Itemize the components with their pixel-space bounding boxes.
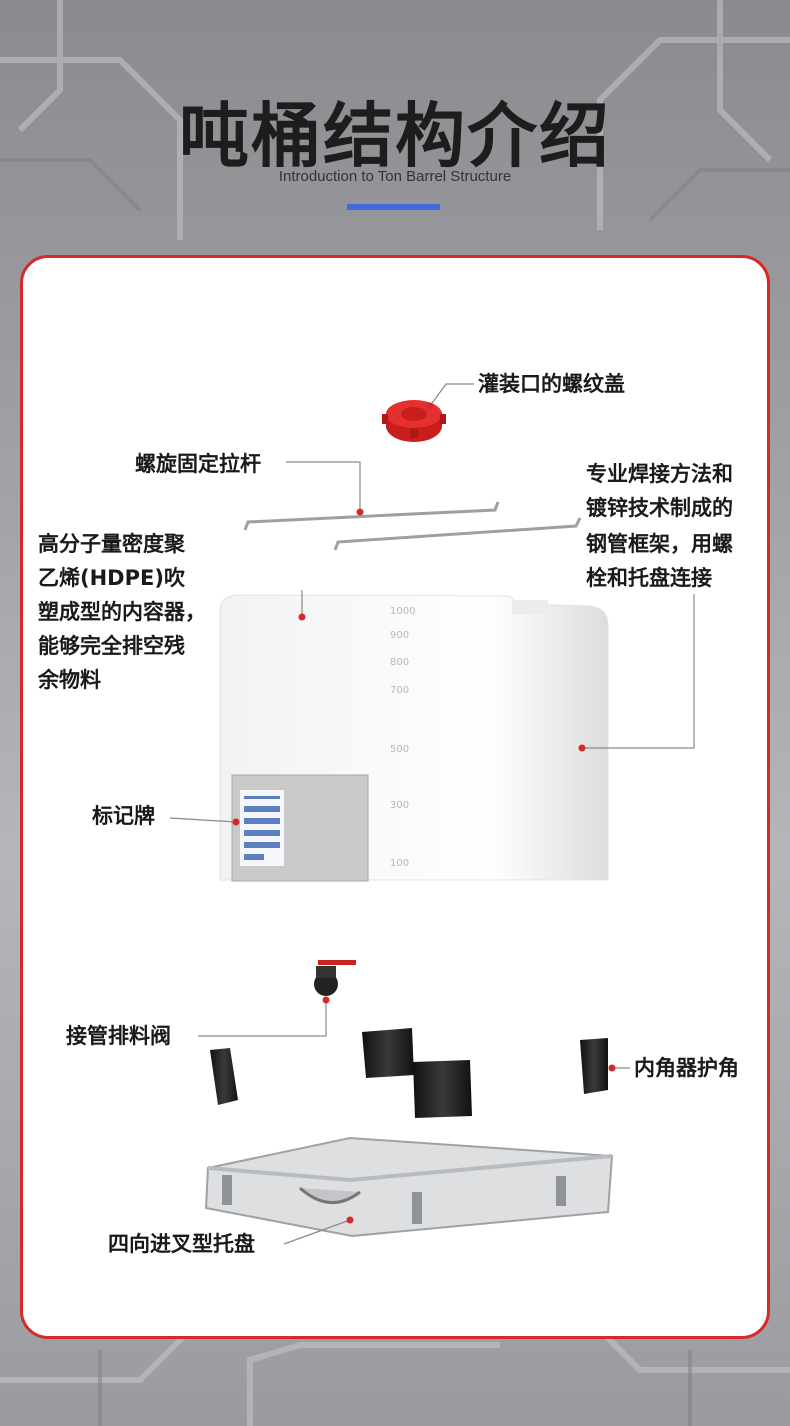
pallet-part [204, 1136, 614, 1238]
label-frame-4: 栓和托盘连接 [586, 566, 712, 590]
steel-frame-part [206, 708, 612, 1002]
label-nameplate: 标记牌 [92, 804, 155, 828]
tie-rods-part [243, 501, 582, 551]
corner-protectors-part [210, 1028, 608, 1118]
nameplate-part [231, 774, 369, 882]
label-frame-2: 镀锌技术制成的 [586, 496, 733, 520]
valve-part [314, 960, 356, 996]
title-underline [347, 204, 440, 210]
label-tank-2: 乙烯(HDPE)吹 [38, 566, 185, 590]
red-cap-part [382, 400, 446, 442]
marker-dots [232, 402, 616, 1224]
scale-mark: 800 [390, 657, 409, 668]
label-frame-1: 专业焊接方法和 [586, 462, 733, 486]
label-cap: 灌装口的螺纹盖 [478, 372, 625, 396]
label-corner: 内角器护角 [634, 1056, 739, 1080]
scale-mark: 700 [390, 685, 409, 696]
label-pallet: 四向进叉型托盘 [108, 1232, 255, 1256]
label-tank-3: 塑成型的内容器， [38, 600, 206, 624]
label-tank-1: 高分子量密度聚 [38, 532, 185, 556]
label-valve: 接管排料阀 [66, 1024, 171, 1048]
page-subtitle: Introduction to Ton Barrel Structure [278, 168, 512, 185]
scale-mark: 300 [390, 800, 409, 811]
label-frame-3: 钢管框架，用螺 [586, 532, 733, 556]
label-tie-rod: 螺旋固定拉杆 [135, 452, 261, 476]
scale-mark: 500 [390, 744, 409, 755]
scale-mark: 1000 [390, 606, 415, 617]
page-title: 吨桶结构介绍 [179, 95, 611, 177]
label-tank-5: 余物料 [38, 668, 101, 692]
leader-lines [169, 383, 695, 1245]
label-tank-4: 能够完全排空残 [38, 634, 185, 658]
scale-mark: 100 [390, 858, 409, 869]
scale-mark: 900 [390, 630, 409, 641]
